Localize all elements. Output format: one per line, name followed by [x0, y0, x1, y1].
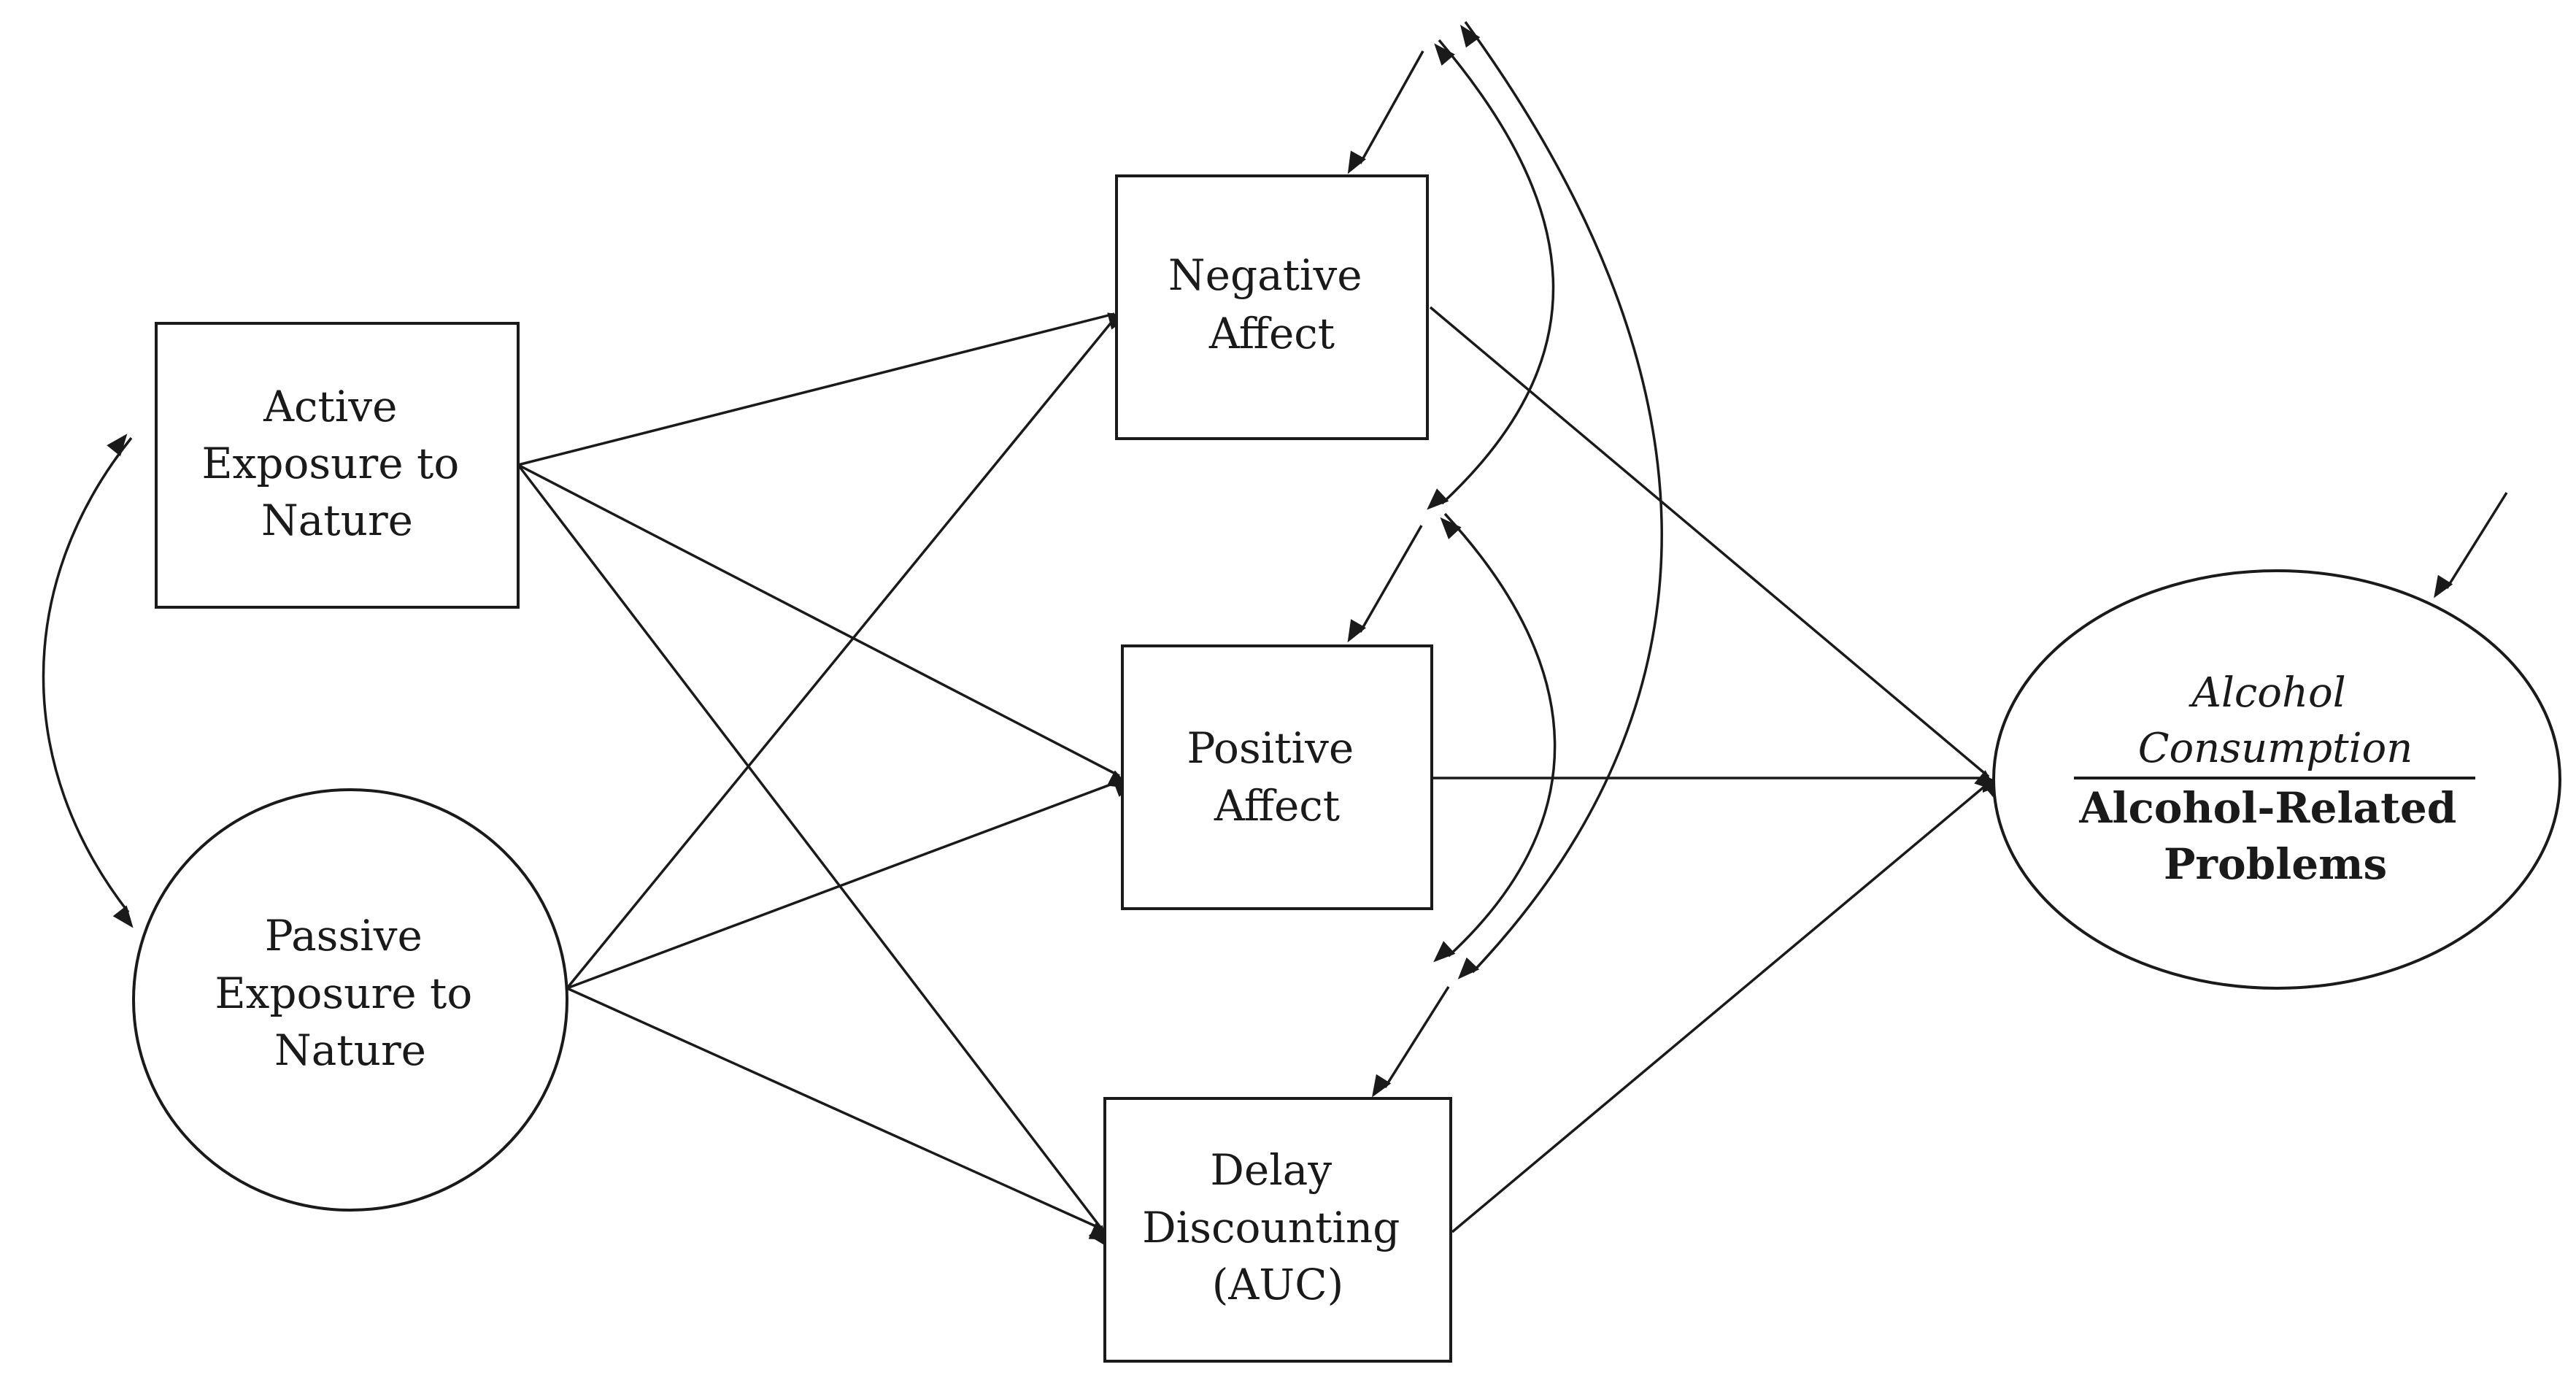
node-alcohol-outcome: Alcohol Consumption Alcohol-Related Prob… — [1992, 569, 2561, 990]
node-positive-affect-label: Positive Affect — [1187, 723, 1367, 831]
covariance-active-passive — [42, 434, 134, 928]
residual-negative-affect — [1347, 50, 1424, 174]
edge-active-to-delay — [517, 463, 1109, 1248]
residual-alcohol-outcome — [2434, 492, 2508, 598]
edge-passive-to-positive — [566, 779, 1137, 990]
edge-active-to-negative — [517, 312, 1131, 466]
edge-active-to-positive — [517, 463, 1130, 788]
covariance-positive-delay — [1433, 512, 1557, 963]
residual-arrows — [1347, 50, 2508, 1098]
covariance-paths — [42, 20, 1663, 979]
covariance-negative-delay — [1457, 20, 1663, 979]
outcome-bold-label: Alcohol-Related Problems — [2078, 783, 2471, 889]
residual-delay-discounting — [1372, 986, 1450, 1098]
residual-positive-affect — [1347, 525, 1423, 643]
node-delay-discounting-label: Delay Discounting (AUC) — [1142, 1145, 1414, 1309]
edge-negative-to-outcome — [1429, 306, 1997, 791]
outcome-italic-label: Alcohol Consumption — [2138, 669, 2413, 772]
node-negative-affect-label: Negative Affect — [1168, 250, 1376, 358]
node-passive-exposure: Passive Exposure to Nature — [132, 788, 568, 1212]
node-active-exposure: Active Exposure to Nature — [155, 322, 520, 609]
edge-delay-to-outcome — [1451, 777, 2005, 1233]
covariance-negative-positive — [1427, 39, 1555, 510]
directed-paths — [517, 306, 2005, 1248]
node-passive-exposure-label: Passive Exposure to Nature — [215, 911, 485, 1075]
node-delay-discounting: Delay Discounting (AUC) — [1103, 1097, 1452, 1363]
node-positive-affect: Positive Affect — [1121, 644, 1433, 910]
edge-passive-to-negative — [566, 307, 1131, 990]
edge-passive-to-delay — [566, 987, 1112, 1240]
node-negative-affect: Negative Affect — [1115, 174, 1429, 440]
node-active-exposure-label: Active Exposure to Nature — [201, 382, 472, 545]
